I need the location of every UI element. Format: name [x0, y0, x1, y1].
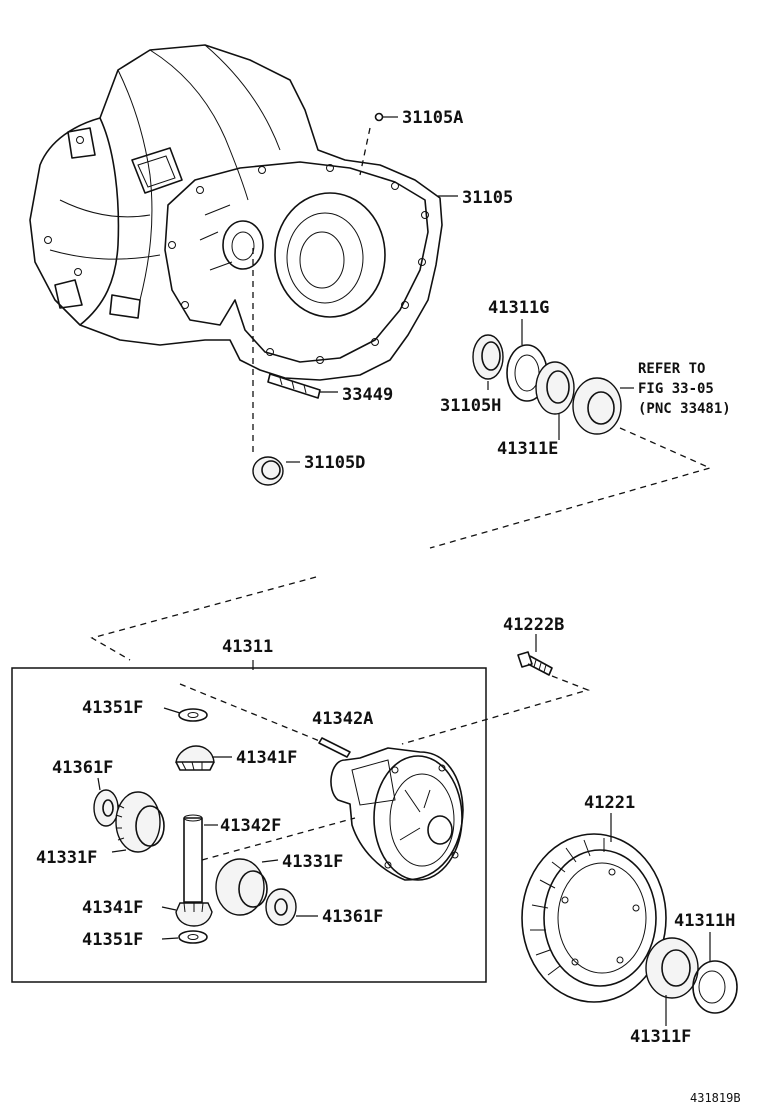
washer-41351F-top-drawing — [178, 708, 208, 722]
label-41342A: 41342A — [312, 709, 373, 729]
differential-case-drawing — [330, 747, 464, 881]
plug-31105A-drawing — [374, 112, 384, 122]
shim-41311H-drawing — [692, 960, 738, 1014]
bolt-41222B-drawing — [517, 651, 553, 676]
transaxle-housing-drawing — [29, 44, 443, 381]
oil-seal-31105D-drawing — [252, 456, 284, 486]
leader-lines — [97, 116, 711, 1026]
label-41311F: 41311F — [630, 1027, 691, 1047]
label-41341F-bottom: 41341F — [82, 898, 143, 918]
label-41331F-left: 41331F — [36, 848, 97, 868]
dashed-reference-lines — [90, 127, 712, 861]
bearing-41311E-drawing — [535, 361, 575, 415]
part-number-labels: 31105A 31105 41311G 31105H 41311E 33449 … — [36, 108, 735, 1047]
pin-41342A-drawing — [318, 737, 351, 758]
shaft-41342F-drawing — [183, 814, 203, 903]
pinion-41341F-top-drawing — [175, 745, 215, 771]
label-31105A: 31105A — [402, 108, 463, 128]
washer-41361F-right-drawing — [265, 888, 297, 926]
label-33449: 33449 — [342, 385, 393, 405]
label-41311H: 41311H — [674, 911, 735, 931]
label-41351F-top: 41351F — [82, 698, 143, 718]
reference-note-line-1: REFER TO — [638, 361, 705, 377]
oil-seal-31105H-drawing — [472, 334, 504, 380]
bearing-41311F-drawing — [645, 937, 699, 999]
label-41361F-left: 41361F — [52, 758, 113, 778]
reference-note-line-3: (PNC 33481) — [638, 401, 731, 417]
label-41361F-right: 41361F — [322, 907, 383, 927]
reference-note-line-2: FIG 33-05 — [638, 381, 714, 397]
label-41311E: 41311E — [497, 439, 558, 459]
label-41311G: 41311G — [488, 298, 549, 318]
label-31105H: 31105H — [440, 396, 501, 416]
side-gear-41331F-right-drawing — [215, 858, 268, 916]
figure-id: 431819B — [690, 1091, 741, 1105]
label-31105: 31105 — [462, 188, 513, 208]
label-41341F-top: 41341F — [236, 748, 297, 768]
ring-gear-41221-drawing — [521, 833, 667, 1003]
retainer-33481-drawing — [572, 377, 622, 435]
label-41331F-right: 41331F — [282, 852, 343, 872]
label-31105D: 31105D — [304, 453, 365, 473]
label-41342F: 41342F — [220, 816, 281, 836]
label-41221: 41221 — [584, 793, 635, 813]
pinion-41341F-bottom-drawing — [175, 902, 213, 927]
label-41311: 41311 — [222, 637, 273, 657]
side-gear-41331F-left-drawing — [115, 791, 165, 853]
label-41351F-bottom: 41351F — [82, 930, 143, 950]
differential-case-assembly-box — [11, 667, 487, 983]
reference-note: REFER TO FIG 33-05 (PNC 33481) — [638, 361, 731, 417]
label-41222B: 41222B — [503, 615, 564, 635]
washer-41351F-bottom-drawing — [178, 930, 208, 944]
pin-33449-drawing — [267, 373, 321, 399]
washer-41361F-left-drawing — [93, 789, 119, 827]
